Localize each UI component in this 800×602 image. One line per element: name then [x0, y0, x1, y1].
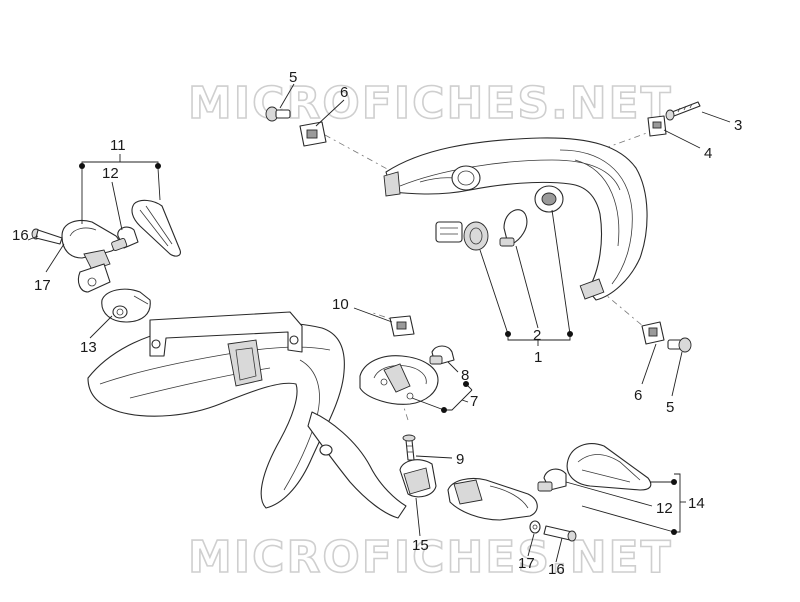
bracket-dot	[155, 163, 161, 169]
callout-4: 4	[704, 145, 712, 162]
bulb-socket	[435, 221, 489, 251]
left-indicator-lens	[131, 199, 181, 257]
screw-3	[665, 101, 701, 121]
callout-9: 9	[456, 451, 464, 468]
washer-17-right	[529, 520, 541, 534]
watermark-bottom: MICROFICHES.NET	[188, 532, 673, 583]
bracket-dot	[505, 331, 511, 337]
callout-14: 14	[688, 495, 705, 512]
right-indicator-bulb	[537, 468, 567, 492]
watermark-top: MICROFICHES.NET	[188, 78, 673, 129]
plate-bulb	[429, 345, 455, 365]
leader-lines	[27, 83, 731, 563]
callout-16-right: 16	[548, 561, 565, 578]
left-indicator-bulb	[111, 226, 139, 251]
right-indicator-lens	[566, 443, 652, 491]
callout-11: 11	[110, 137, 126, 154]
clip-6-bottom	[641, 321, 665, 345]
clip-10	[389, 315, 415, 337]
callout-17-right: 17	[518, 555, 535, 572]
callout-10: 10	[332, 296, 349, 313]
callout-12-left: 12	[102, 165, 119, 182]
bracket-dot	[79, 163, 85, 169]
callout-13: 13	[80, 339, 97, 356]
callout-8: 8	[461, 367, 469, 384]
callout-15: 15	[412, 537, 429, 554]
left-indicator-body	[61, 219, 120, 293]
callout-labels: 1 2 3 4 5 5 6 6 7 8 9 10 11 12 12 13 14 …	[12, 69, 742, 578]
bracket-dot	[567, 331, 573, 337]
tail-bulb	[499, 209, 528, 247]
screw-16-right	[543, 525, 577, 542]
screw-5-bottom	[667, 337, 692, 353]
clamp-15	[399, 459, 437, 498]
bracket-dot	[671, 529, 677, 535]
callout-6-top: 6	[340, 84, 348, 101]
callout-2: 2	[533, 327, 541, 344]
callout-16-left: 16	[12, 227, 29, 244]
screw-9	[402, 434, 416, 461]
bracket-dot	[671, 479, 677, 485]
callout-7: 7	[470, 393, 478, 410]
license-plate-light	[359, 355, 439, 405]
bracket-dot	[441, 407, 447, 413]
bracket-dots	[79, 163, 677, 535]
tail-light-assembly	[383, 137, 648, 301]
screw-5-top	[265, 106, 291, 122]
screw-16-left	[31, 228, 63, 245]
callout-5-top: 5	[289, 69, 297, 86]
clamp-13	[101, 288, 151, 323]
clip-4	[647, 115, 667, 137]
right-indicator-body	[447, 477, 538, 521]
callout-6-bottom: 6	[634, 387, 642, 404]
callout-17-left: 17	[34, 277, 51, 294]
callout-3: 3	[734, 117, 742, 134]
bracket-dot	[463, 381, 469, 387]
clip-6-top	[299, 121, 327, 147]
callout-1: 1	[534, 349, 542, 366]
license-plate-holder	[87, 311, 407, 519]
callout-12-right: 12	[656, 500, 673, 517]
callout-5-bottom: 5	[666, 399, 674, 416]
